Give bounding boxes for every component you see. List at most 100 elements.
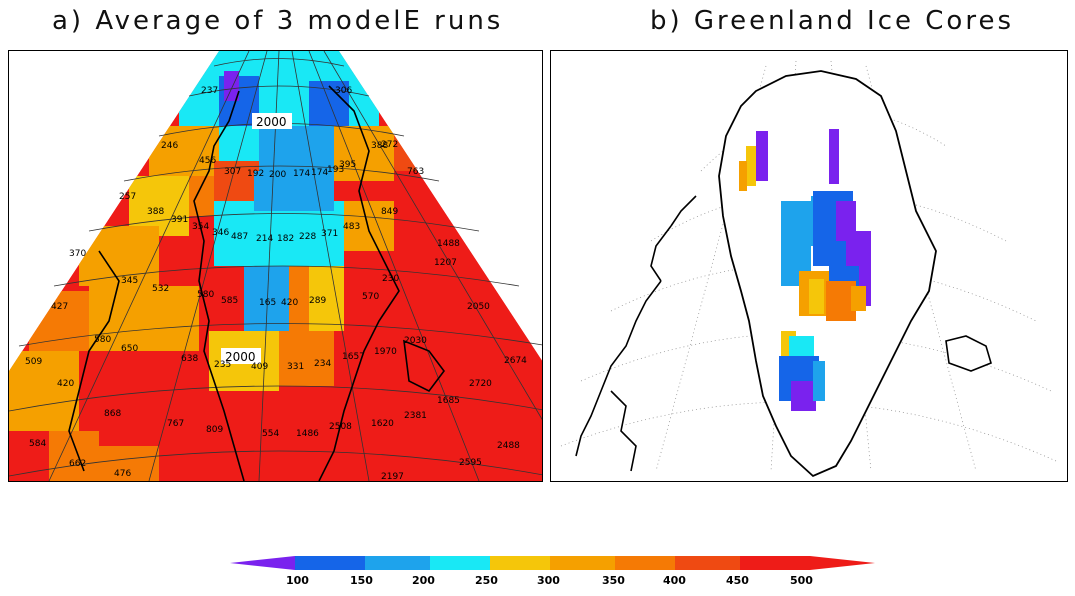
grid-label: 2381	[404, 411, 427, 421]
model-cell	[309, 81, 349, 126]
grid-label: 272	[381, 140, 398, 150]
icecore-patch	[829, 129, 839, 184]
model-cell	[259, 126, 334, 176]
panel-a-title: a) Average of 3 modelE runs	[52, 6, 504, 36]
grid-label: 354	[192, 222, 209, 232]
model-cell	[79, 226, 159, 286]
model-cell	[279, 331, 334, 386]
colorbar-segment	[550, 556, 615, 570]
model-grid-lines	[9, 51, 542, 481]
contour-label-box-top	[252, 113, 292, 129]
icecore-patch	[756, 131, 768, 181]
grid-label: 2674	[504, 356, 527, 366]
model-cell	[289, 266, 309, 331]
colorbar-tick: 300	[537, 574, 560, 587]
colorbar-segment	[490, 556, 550, 570]
grid-label: 662	[69, 459, 86, 469]
grid-label: 2720	[469, 379, 492, 389]
panel-a-model-map: 2000 2000 237 306 246 456 388 395 272 30…	[8, 50, 543, 482]
colorbar-tick: 250	[475, 574, 498, 587]
model-grid-labels: 237 306 246 456 388 395 272 307 192 200 …	[25, 86, 527, 481]
grid-label: 192	[247, 169, 264, 179]
grid-label: 174	[293, 169, 310, 179]
icecore-patch	[739, 161, 747, 191]
grid-label: 1620	[371, 419, 394, 429]
canada-coastline	[575, 195, 697, 472]
grid-label: 580	[94, 335, 111, 345]
icecore-patch	[851, 286, 866, 311]
grid-label: 763	[407, 167, 424, 177]
panel-b-title: b) Greenland Ice Cores	[650, 6, 1014, 36]
colorbar-segment	[615, 556, 675, 570]
grid-label: 868	[104, 409, 121, 419]
grid-label: 174	[311, 168, 328, 178]
icecore-map-svg	[560, 60, 1057, 478]
grid-label: 409	[251, 362, 268, 372]
model-cell	[309, 266, 344, 331]
grid-label: 487	[231, 232, 248, 242]
icecore-patch	[809, 279, 824, 314]
grid-label: 307	[224, 167, 241, 177]
grid-label: 2508	[329, 422, 352, 432]
grid-label: 306	[335, 86, 352, 96]
colorbar-ticks: 100 150 200 250 300 350 400 450 500	[286, 574, 813, 587]
grid-label: 257	[119, 192, 136, 202]
grid-label: 2488	[497, 441, 520, 451]
colorbar-tick: 400	[663, 574, 686, 587]
grid-label: 554	[262, 429, 279, 439]
grid-label: 570	[362, 292, 379, 302]
grid-label: 165	[259, 298, 276, 308]
colorbar-tick: 500	[790, 574, 813, 587]
model-cell	[89, 286, 199, 351]
greenland-coastline	[68, 85, 445, 481]
colorbar-purple-arrow	[230, 556, 295, 570]
colorbar: 100 150 200 250 300 350 400 450 500	[230, 556, 880, 596]
grid-label: 1486	[296, 429, 319, 439]
icecore-patches	[739, 129, 871, 411]
model-cell	[49, 431, 99, 481]
colorbar-svg: 100 150 200 250 300 350 400 450 500	[230, 556, 875, 587]
grid-label: 235	[214, 360, 231, 370]
grid-label: 849	[381, 207, 398, 217]
grid-label: 1685	[437, 396, 460, 406]
model-cell	[214, 161, 259, 201]
grid-label: 345	[121, 276, 138, 286]
contour-label-top: 2000	[256, 115, 287, 129]
colorbar-segment	[740, 556, 810, 570]
grid-label: 1970	[374, 347, 397, 357]
grid-label: 193	[327, 165, 344, 175]
colorbar-tick: 350	[602, 574, 625, 587]
colorbar-tick: 450	[726, 574, 749, 587]
grid-label: 1657	[342, 352, 365, 362]
grid-label: 2595	[459, 458, 482, 468]
model-map-svg: 2000 2000 237 306 246 456 388 395 272 30…	[9, 51, 542, 481]
colorbar-segment	[365, 556, 430, 570]
grid-label: 346	[212, 228, 229, 238]
colorbar-tick: 100	[286, 574, 309, 587]
colorbar-segment	[675, 556, 740, 570]
grid-label: 388	[147, 207, 164, 217]
model-cell	[99, 446, 159, 481]
icecore-patch	[746, 146, 756, 186]
grid-label: 767	[167, 419, 184, 429]
colorbar-tick: 150	[350, 574, 373, 587]
grid-label: 427	[51, 302, 68, 312]
grid-label: 532	[152, 284, 169, 294]
grid-label: 228	[299, 232, 316, 242]
grid-label: 809	[206, 425, 223, 435]
grid-label: 1207	[434, 258, 457, 268]
icecore-patch	[813, 361, 825, 401]
grid-label: 2030	[404, 336, 427, 346]
contour-label-bottom: 2000	[225, 350, 256, 364]
model-cell	[254, 171, 334, 211]
grid-label: 237	[201, 86, 218, 96]
model-cell	[344, 201, 394, 251]
colorbar-segment	[295, 556, 365, 570]
grid-label: 391	[171, 215, 188, 225]
grid-label: 2050	[467, 302, 490, 312]
grid-label: 370	[69, 249, 86, 259]
grid-label: 584	[29, 439, 46, 449]
grid-label: 509	[25, 357, 42, 367]
grid-label: 638	[181, 354, 198, 364]
model-cell	[214, 201, 344, 266]
